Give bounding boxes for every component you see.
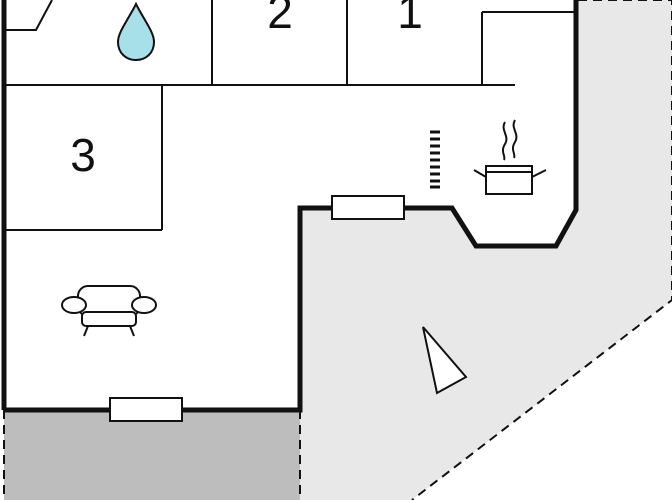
interior-walls <box>4 0 578 231</box>
room-label-1: 1 <box>397 0 423 38</box>
terrace-dashed-border <box>411 0 672 500</box>
radiator-icon <box>430 130 440 189</box>
compass-arrow-icon <box>422 326 468 395</box>
windows <box>109 195 405 422</box>
window-terrace <box>331 195 405 220</box>
room-label-2: 2 <box>267 0 293 38</box>
exterior-walls <box>1 0 579 413</box>
window-patio <box>109 397 183 422</box>
water-drop-icon <box>116 1 156 62</box>
terrace-area <box>300 0 672 500</box>
patio-area <box>3 410 301 500</box>
cooking-pot-icon <box>473 119 547 195</box>
terrace-fill <box>300 0 672 500</box>
room-label-3: 3 <box>70 129 96 181</box>
patio-fill <box>4 410 300 500</box>
armchair-icon <box>61 285 157 337</box>
